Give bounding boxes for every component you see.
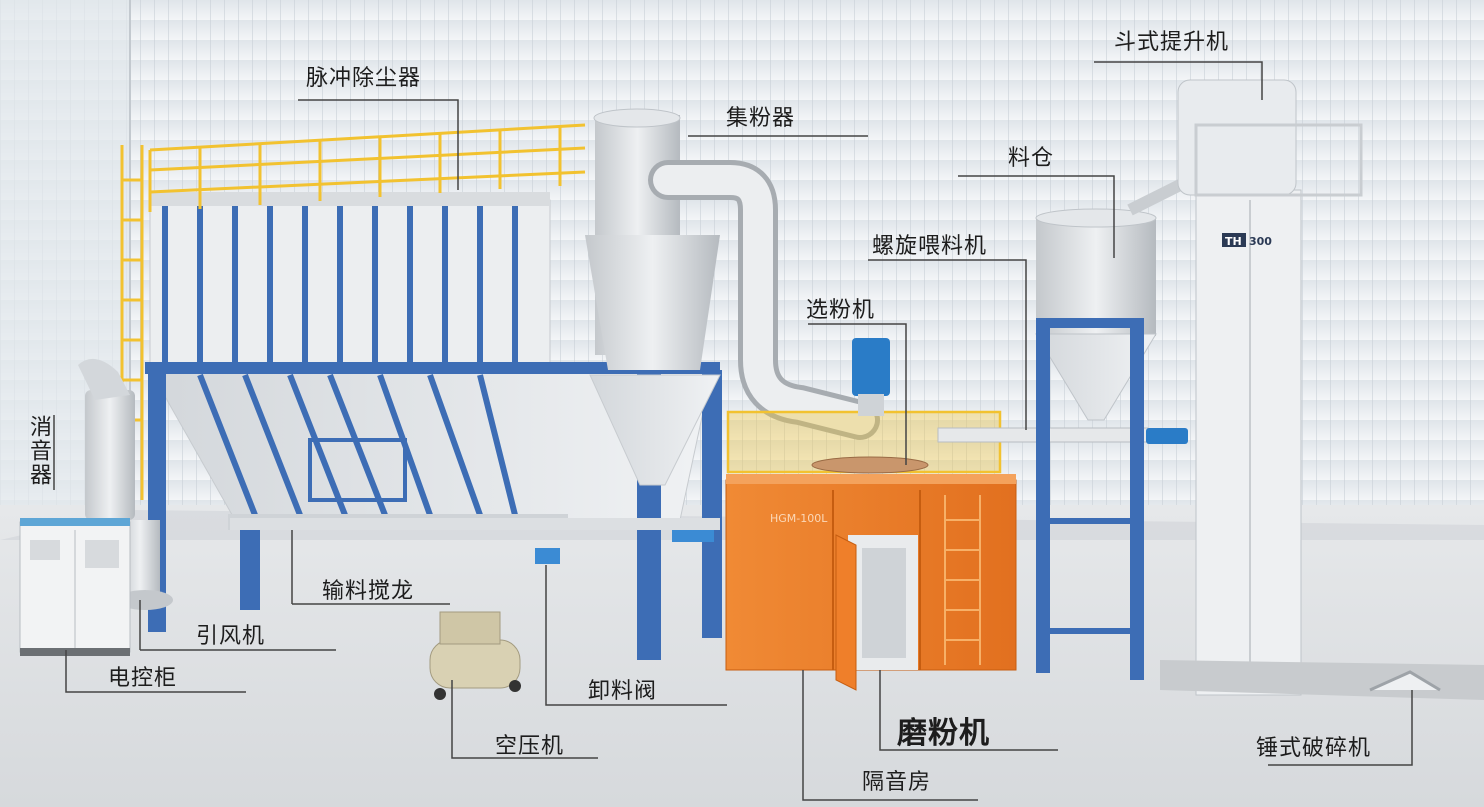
label-cyclone-collector: 集粉器 [726, 106, 796, 131]
bucket-elevator: TH 300 [1177, 79, 1363, 696]
label-silencer: 消音器 [26, 415, 51, 487]
leader-lines [53, 61, 1413, 801]
svg-text:TH: TH [1225, 235, 1242, 248]
label-soundproof-room: 隔音房 [862, 770, 932, 795]
discharge-valve [535, 530, 714, 564]
label-powder-classifier: 选粉机 [806, 298, 876, 323]
label-conveyor-auger: 输料搅龙 [322, 579, 415, 604]
label-induced-draft-fan: 引风机 [196, 624, 266, 649]
mill-nameplate: HGM-100L [770, 512, 828, 525]
pulse-dust-collector [120, 123, 722, 660]
hammer-crusher [1160, 660, 1484, 700]
label-pulse-dust-collector: 脉冲除尘器 [306, 66, 422, 91]
label-air-compressor: 空压机 [495, 734, 565, 759]
label-grinding-mill: 磨粉机 [897, 716, 990, 751]
powder-classifier [811, 338, 929, 474]
air-compressor [429, 611, 521, 700]
label-screw-feeder: 螺旋喂料机 [872, 234, 988, 259]
cyclone-collector [585, 108, 721, 486]
svg-text:300: 300 [1249, 235, 1272, 248]
label-hammer-crusher: 锤式破碎机 [1256, 736, 1372, 761]
label-control-cabinet: 电控柜 [108, 666, 178, 691]
elevator-nameplate [1222, 233, 1246, 247]
label-bucket-elevator: 斗式提升机 [1114, 30, 1230, 55]
soundproof-room: HGM-100L [725, 474, 1017, 691]
control-cabinet [19, 518, 131, 656]
storage-silo [1035, 174, 1193, 680]
label-storage-silo: 料仓 [1008, 146, 1055, 171]
screw-feeder [937, 427, 1188, 444]
air-duct [648, 160, 880, 440]
label-discharge-valve: 卸料阀 [588, 679, 658, 704]
